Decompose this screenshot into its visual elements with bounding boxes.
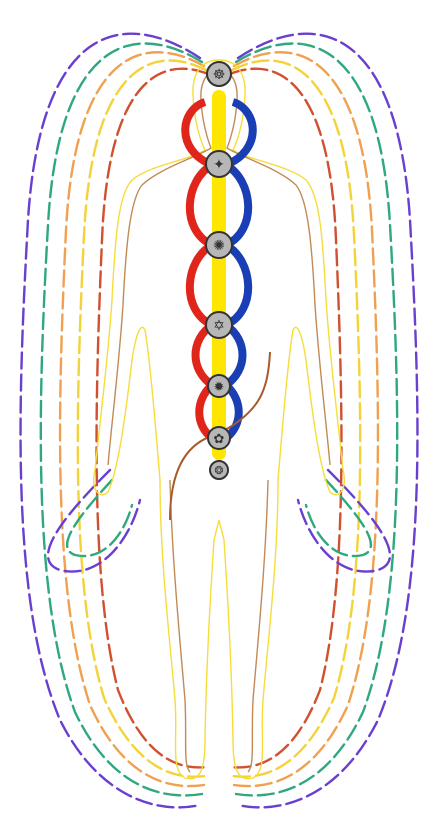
chakra-sacral: ✿ xyxy=(208,427,230,449)
chakra-root: ❂ xyxy=(210,461,228,479)
chakra-sacral-symbol: ✿ xyxy=(214,432,225,447)
chakra-third-eye-symbol: ✦ xyxy=(213,157,225,173)
chakra-throat-symbol: ✺ xyxy=(213,238,225,254)
energy-arrow-lower xyxy=(170,435,215,520)
chakra-heart: ✡ xyxy=(206,312,232,338)
chakra-crown: ☸ xyxy=(207,62,231,86)
chakra-solar-plexus-symbol: ✹ xyxy=(214,380,225,395)
chakra-third-eye: ✦ xyxy=(206,151,232,177)
chakra-throat: ✺ xyxy=(206,232,232,258)
chakra-heart-symbol: ✡ xyxy=(213,318,225,334)
central-channel xyxy=(212,90,226,460)
chakra-solar-plexus: ✹ xyxy=(208,375,230,397)
chakra-crown-symbol: ☸ xyxy=(213,67,226,83)
chakra-root-symbol: ❂ xyxy=(214,464,223,477)
